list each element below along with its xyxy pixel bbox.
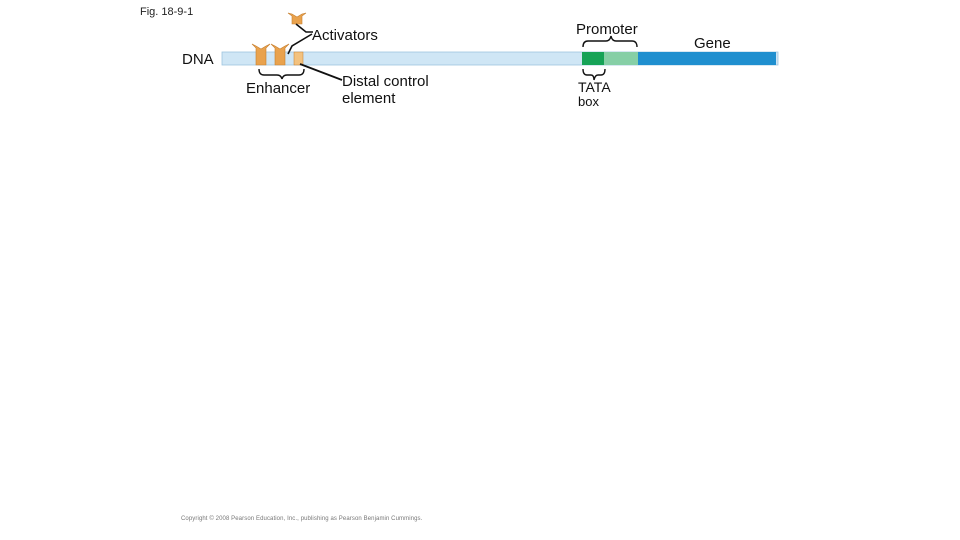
activators-pointer <box>295 23 313 33</box>
free-activator <box>287 12 307 25</box>
figure-label: Fig. 18-9-1 <box>140 6 194 18</box>
tata-box <box>582 52 604 65</box>
promoter-label: Promoter <box>576 21 638 38</box>
box-label: box <box>578 94 599 109</box>
enhancer-bracket <box>258 68 305 80</box>
gene-region <box>638 52 776 65</box>
tata-label: TATA <box>578 79 611 95</box>
activator-2 <box>270 43 290 66</box>
promoter-bracket <box>582 35 638 48</box>
gene-label: Gene <box>694 35 731 52</box>
activators-to-dna-pointer <box>287 33 313 55</box>
distal-element-label: element <box>342 90 396 107</box>
enhancer-label: Enhancer <box>246 80 310 97</box>
activator-3 <box>293 51 304 66</box>
activator-1 <box>251 43 271 66</box>
tata-bracket <box>582 68 606 81</box>
promoter-region <box>604 52 638 65</box>
dna-label: DNA <box>182 51 214 68</box>
distal-control-label: Distal control <box>342 73 429 90</box>
copyright-notice: Copyright © 2008 Pearson Education, Inc.… <box>181 516 423 522</box>
distal-element-pointer <box>299 63 343 81</box>
activators-label: Activators <box>312 27 378 44</box>
